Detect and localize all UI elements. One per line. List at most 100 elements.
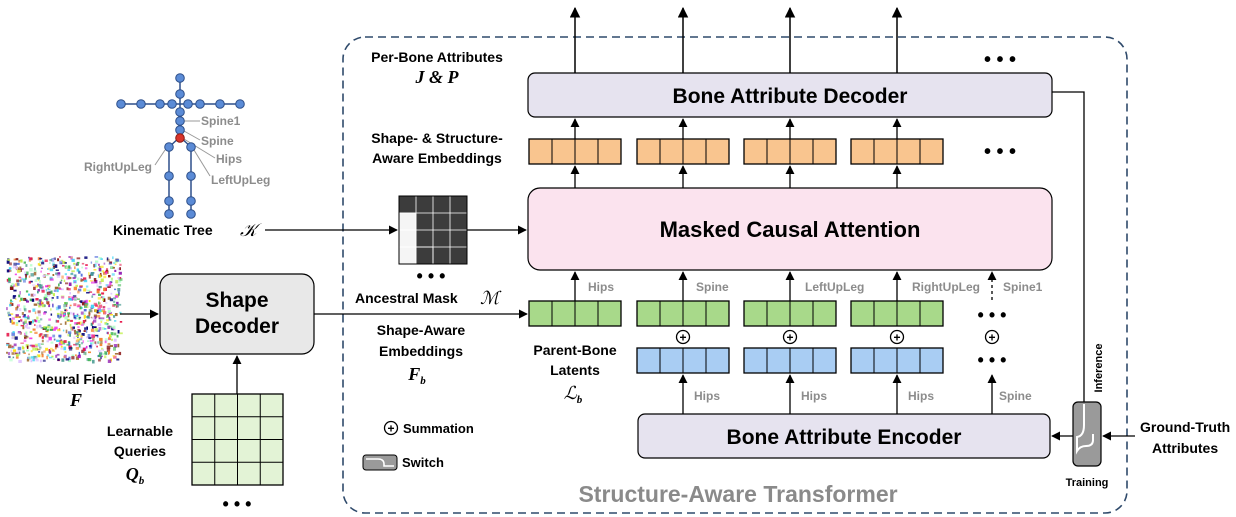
parent-bone-latents-line1: Parent-Bone	[533, 342, 616, 358]
point-cloud-particle	[59, 281, 62, 284]
point-cloud-particle	[91, 304, 95, 309]
point-cloud-particle	[74, 329, 77, 333]
point-cloud-particle	[12, 331, 15, 334]
point-cloud-particle	[58, 283, 60, 287]
point-cloud-particle	[68, 356, 71, 361]
point-cloud-particle	[51, 326, 54, 329]
point-cloud-particle	[19, 291, 21, 295]
green-ellipsis: • • •	[978, 305, 1007, 325]
point-cloud-particle	[56, 320, 60, 323]
point-cloud-particle	[100, 321, 103, 323]
point-cloud-particle	[87, 334, 91, 338]
point-cloud-particle	[77, 315, 81, 317]
point-cloud-particle	[10, 299, 12, 302]
point-cloud-particle	[76, 305, 80, 308]
point-cloud-particle	[95, 343, 97, 346]
point-cloud-particle	[105, 271, 108, 275]
point-cloud-particle	[63, 313, 66, 315]
parent-bone-latents-symbol: ℒb	[564, 383, 583, 406]
point-cloud-particle	[105, 323, 108, 326]
point-cloud-particle	[41, 267, 43, 269]
point-cloud-particle	[85, 304, 87, 307]
point-cloud-particle	[10, 303, 14, 306]
point-cloud-particle	[78, 343, 81, 348]
point-cloud-particle	[61, 358, 65, 362]
point-cloud-particle	[8, 344, 12, 349]
point-cloud-particle	[117, 330, 120, 334]
point-cloud-particle	[49, 347, 53, 350]
point-cloud-particle	[8, 314, 12, 317]
shape-structure-embeddings-line1: Shape- & Structure-	[371, 130, 503, 146]
point-cloud-particle	[25, 331, 28, 335]
shape-structure-embeddings-line2: Aware Embeddings	[372, 150, 502, 166]
point-cloud-particle	[83, 312, 86, 316]
point-cloud-particle	[25, 290, 29, 293]
point-cloud-particle	[106, 319, 109, 322]
point-cloud-particle	[32, 319, 35, 323]
point-cloud-particle	[67, 341, 71, 344]
point-cloud-particle	[113, 332, 117, 336]
point-cloud-particle	[16, 306, 19, 309]
point-cloud-particle	[119, 311, 122, 314]
point-cloud-particle	[26, 323, 28, 326]
point-cloud-particle	[16, 351, 19, 354]
point-cloud-particle	[108, 350, 110, 354]
point-cloud-particle	[103, 287, 106, 292]
point-cloud-particle	[9, 262, 12, 266]
point-cloud-particle	[89, 273, 94, 276]
point-cloud-particle	[37, 289, 40, 292]
shape-aware-embeddings-symbol: Fb	[407, 364, 426, 387]
point-cloud-particle	[108, 262, 112, 265]
point-cloud-particle	[35, 319, 38, 323]
blue-ellipsis: • • •	[978, 350, 1007, 370]
point-cloud-particle	[56, 353, 60, 356]
point-cloud-particle	[54, 346, 57, 350]
point-cloud-particle	[86, 336, 89, 339]
point-cloud-particle	[47, 287, 49, 290]
point-cloud-particle	[97, 341, 99, 344]
point-cloud-particle	[63, 304, 67, 308]
point-cloud-particle	[48, 304, 51, 308]
point-cloud-particle	[104, 355, 107, 359]
skeleton-label-spine1: Spine1	[201, 114, 241, 128]
point-cloud-particle	[38, 301, 41, 305]
point-cloud-particle	[109, 313, 113, 316]
point-cloud-particle	[72, 326, 75, 329]
point-cloud-particle	[11, 345, 14, 348]
point-cloud-particle	[14, 316, 16, 318]
point-cloud-particle	[37, 343, 41, 347]
point-cloud-particle	[92, 321, 94, 325]
point-cloud-particle	[56, 296, 59, 299]
point-cloud-particle	[27, 315, 29, 318]
point-cloud-particle	[13, 258, 16, 261]
point-cloud-particle	[114, 320, 117, 322]
point-cloud-particle	[52, 274, 55, 276]
point-cloud-particle	[28, 356, 31, 359]
point-cloud-particle	[39, 261, 41, 264]
point-cloud-particle	[25, 335, 29, 339]
point-cloud-particle	[99, 337, 103, 341]
point-cloud-particle	[48, 349, 51, 352]
learnable-queries-symbol: Qb	[126, 464, 145, 487]
point-cloud-particle	[97, 297, 101, 300]
point-cloud-particle	[80, 336, 83, 339]
point-cloud-particle	[37, 320, 41, 323]
point-cloud-particle	[52, 334, 56, 338]
point-cloud-particle	[114, 260, 117, 264]
point-cloud-particle	[100, 258, 103, 260]
point-cloud-particle	[81, 266, 84, 269]
point-cloud-particle	[100, 318, 103, 322]
point-cloud-particle	[47, 284, 51, 287]
point-cloud-particle	[18, 308, 22, 312]
point-cloud-particle	[119, 278, 123, 281]
point-cloud-particle	[90, 340, 94, 342]
point-cloud-particle	[91, 334, 94, 338]
point-cloud-particle	[48, 325, 52, 329]
point-cloud-particle	[108, 338, 111, 341]
point-cloud-particle	[118, 303, 122, 306]
point-cloud-particle	[15, 258, 19, 261]
point-cloud-particle	[18, 320, 20, 323]
point-cloud-particle	[28, 353, 30, 356]
point-cloud-particle	[54, 264, 58, 268]
point-cloud-particle	[52, 258, 55, 261]
